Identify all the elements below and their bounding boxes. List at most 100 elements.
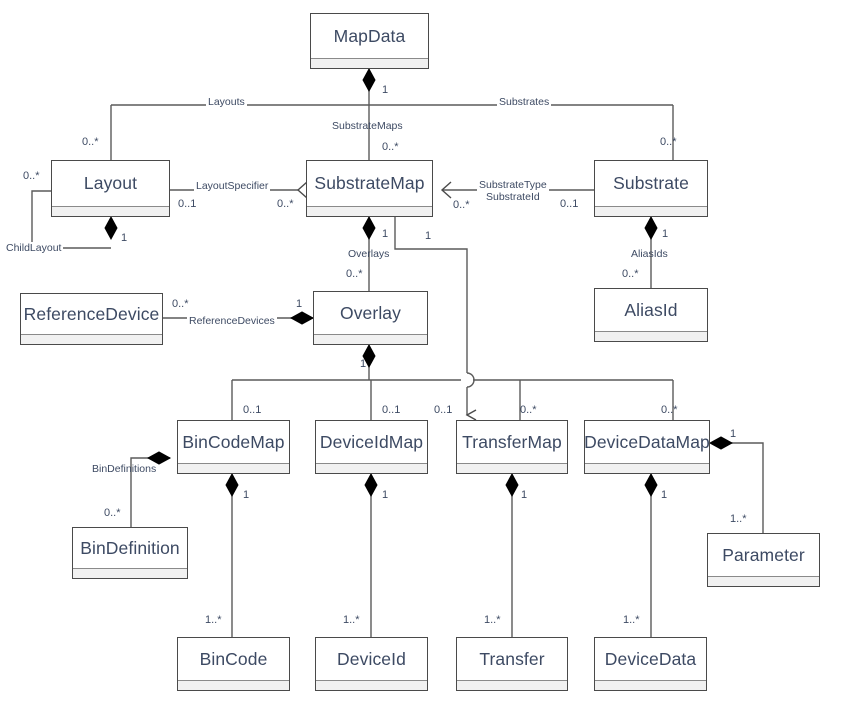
- multiplicity-transfer: 1..*: [484, 614, 501, 626]
- association-label-substratetype: SubstrateType: [477, 179, 549, 191]
- multiplicity-overlay-refdev: 1: [296, 298, 303, 310]
- diamond-bincodemap-bincode: [225, 472, 239, 498]
- class-box-mapdata[interactable]: MapData: [310, 13, 429, 69]
- class-box-deviceidmap[interactable]: DeviceIdMap: [315, 420, 428, 474]
- diamond-overlay-referencedevices: [289, 311, 315, 325]
- class-attributes-compartment: [457, 463, 567, 473]
- class-box-deviceid[interactable]: DeviceId: [315, 637, 428, 691]
- class-name: BinCode: [199, 648, 268, 669]
- multiplicity-layout-left: 0..*: [23, 170, 40, 182]
- diamond-devicedatamap-parameter: [708, 436, 734, 450]
- multiplicity-deviceid: 1..*: [343, 614, 360, 626]
- class-attributes-compartment: [585, 463, 709, 473]
- class-box-layout[interactable]: Layout: [51, 160, 170, 217]
- multiplicity-mapdata: 1: [382, 84, 389, 96]
- class-box-referencedevice[interactable]: ReferenceDevice: [20, 293, 163, 345]
- multiplicity-parameter: 1..*: [730, 513, 747, 525]
- class-attributes-compartment: [311, 58, 428, 68]
- association-label-bindefinitions: BinDefinitions: [92, 463, 157, 475]
- class-box-overlay[interactable]: Overlay: [313, 291, 428, 345]
- association-label-substrateid: SubstrateId: [484, 191, 542, 203]
- diamond-mapdata: [362, 67, 376, 93]
- multiplicity-layouts: 0..*: [82, 136, 99, 148]
- class-box-aliasid[interactable]: AliasId: [594, 288, 708, 342]
- multiplicity-aliasids-one: 1: [662, 228, 669, 240]
- class-attributes-compartment: [178, 463, 289, 473]
- class-box-bindefinition[interactable]: BinDefinition: [72, 527, 188, 579]
- multiplicity-devicedatamap-bottom: 1: [661, 489, 668, 501]
- multiplicity-aliasid-many: 0..*: [622, 268, 639, 280]
- association-label-substratemaps: SubstrateMaps: [332, 120, 403, 132]
- class-name: Parameter: [722, 544, 805, 565]
- multiplicity-substratemap-right: 0..*: [453, 199, 470, 211]
- multiplicity-substrate: 0..1: [560, 198, 579, 210]
- multiplicity-childlayout: 1: [121, 232, 128, 244]
- class-attributes-compartment: [595, 680, 706, 690]
- multiplicity-devicedatamap-top: 0..*: [661, 404, 678, 416]
- diamond-devicedatamap-devicedata: [644, 472, 658, 498]
- class-name: SubstrateMap: [314, 173, 425, 193]
- class-name: Substrate: [613, 173, 689, 193]
- class-name: DeviceDataMap: [584, 431, 710, 452]
- class-attributes-compartment: [316, 680, 427, 690]
- multiplicity-substratemap-left: 0..*: [277, 198, 294, 210]
- class-box-devicedata[interactable]: DeviceData: [594, 637, 707, 691]
- multiplicity-substratemaps: 0..*: [382, 141, 399, 153]
- class-box-devicedatamap[interactable]: DeviceDataMap: [584, 420, 710, 474]
- association-label-layoutspecifier: LayoutSpecifier: [194, 180, 271, 192]
- class-name: Transfer: [479, 648, 545, 669]
- class-name: MapData: [333, 25, 406, 46]
- multiplicity-bincodemap-bottom: 1: [243, 489, 250, 501]
- diamond-transfermap-transfer: [505, 472, 519, 498]
- class-attributes-compartment: [457, 680, 567, 690]
- multiplicity-bincodemap-top: 0..1: [243, 404, 262, 416]
- class-box-parameter[interactable]: Parameter: [707, 533, 820, 587]
- class-name: BinDefinition: [80, 537, 180, 558]
- class-name: Overlay: [340, 302, 401, 323]
- association-label-substrates: Substrates: [497, 96, 552, 108]
- multiplicity-overlays-one: 1: [382, 228, 389, 240]
- class-name: AliasId: [624, 299, 678, 320]
- class-attributes-compartment: [316, 463, 427, 473]
- association-label-referencedevices: ReferenceDevices: [187, 315, 277, 327]
- multiplicity-overlay-bottom: 1: [360, 358, 367, 370]
- multiplicity-layout-right: 0..1: [178, 198, 197, 210]
- class-box-substratemap[interactable]: SubstrateMap: [306, 160, 433, 217]
- diamond-substratemap-overlays: [362, 215, 376, 241]
- class-attributes-compartment: [595, 206, 707, 216]
- class-box-transfermap[interactable]: TransferMap: [456, 420, 568, 474]
- multiplicity-transfermap-top: 0..*: [520, 404, 537, 416]
- diamond-layout-childlayout: [104, 215, 118, 241]
- class-box-bincodemap[interactable]: BinCodeMap: [177, 420, 290, 474]
- association-label-layouts: Layouts: [206, 96, 247, 108]
- multiplicity-substrates: 0..*: [660, 136, 677, 148]
- class-attributes-compartment: [307, 206, 432, 216]
- arrow-substratetype: [440, 181, 452, 199]
- class-box-substrate[interactable]: Substrate: [594, 160, 708, 217]
- class-name: ReferenceDevice: [23, 303, 160, 324]
- association-label-overlays: Overlays: [348, 248, 390, 260]
- multiplicity-bindefinition: 0..*: [104, 507, 121, 519]
- class-name: BinCodeMap: [182, 431, 285, 452]
- multiplicity-devicedata: 1..*: [623, 614, 640, 626]
- class-attributes-compartment: [73, 568, 187, 578]
- class-name: TransferMap: [462, 431, 562, 452]
- edge-line-hop: [466, 372, 475, 388]
- class-box-bincode[interactable]: BinCode: [177, 637, 290, 691]
- class-attributes-compartment: [21, 334, 162, 344]
- class-attributes-compartment: [178, 680, 289, 690]
- class-box-transfer[interactable]: Transfer: [456, 637, 568, 691]
- association-label-childlayout: ChildLayout: [4, 242, 64, 254]
- multiplicity-deviceidmap-bottom: 1: [382, 489, 389, 501]
- multiplicity-bincode: 1..*: [205, 614, 222, 626]
- multiplicity-overlays-many: 0..*: [346, 268, 363, 280]
- multiplicity-substratemap-transfer: 1: [425, 230, 432, 242]
- class-attributes-compartment: [52, 206, 169, 216]
- class-name: DeviceIdMap: [319, 431, 424, 452]
- diamond-substrate-aliasids: [644, 215, 658, 241]
- class-name: Layout: [83, 173, 138, 193]
- multiplicity-transfermap-bottom: 1: [521, 489, 528, 501]
- class-attributes-compartment: [595, 331, 707, 341]
